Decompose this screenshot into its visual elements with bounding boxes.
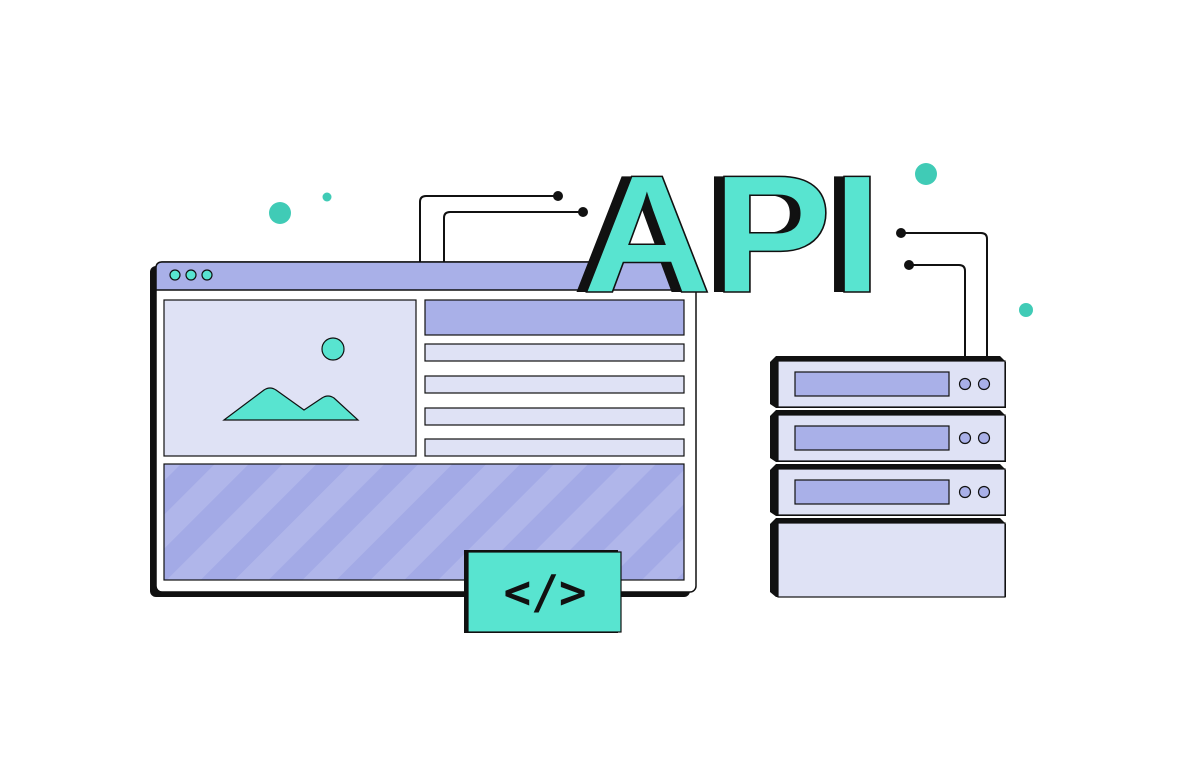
window-dot [185, 269, 197, 281]
browser-title-bar [155, 261, 697, 291]
api-title-text: API [582, 140, 882, 328]
server-slot [794, 425, 950, 451]
server-led [958, 485, 972, 499]
content-line [424, 407, 685, 426]
decorative-dot [1019, 303, 1033, 317]
server-base [770, 518, 1006, 598]
code-tag-icon: </> [464, 550, 622, 633]
decorative-dot [322, 192, 332, 202]
decorative-dot [269, 202, 291, 224]
content-line [424, 343, 685, 362]
server-unit [770, 464, 1006, 516]
server-rack-icon [770, 356, 1006, 598]
server-unit [770, 356, 1006, 408]
window-dot [201, 269, 213, 281]
server-unit [770, 410, 1006, 462]
code-label: </> [503, 565, 586, 619]
browser-api-connectors [419, 195, 583, 262]
window-dot [169, 269, 181, 281]
server-led [958, 377, 972, 391]
content-line [424, 438, 685, 457]
server-led [958, 431, 972, 445]
server-slot [794, 479, 950, 505]
sun-circle [321, 337, 345, 361]
content-line [424, 375, 685, 394]
mountain-shape [222, 387, 360, 421]
connector-node [553, 191, 563, 201]
connector-node [896, 228, 906, 238]
api-server-connectors [901, 232, 988, 358]
api-title: API API [572, 139, 883, 329]
connector-node [578, 207, 588, 217]
connector-node [904, 260, 914, 270]
server-led [977, 485, 991, 499]
server-led [977, 431, 991, 445]
server-led [977, 377, 991, 391]
api-title-shadow: API [572, 140, 872, 328]
server-slot [794, 371, 950, 397]
content-heading-block [424, 299, 685, 336]
image-placeholder-icon [163, 299, 417, 457]
decorative-dot [915, 163, 937, 185]
code-badge [467, 551, 622, 633]
